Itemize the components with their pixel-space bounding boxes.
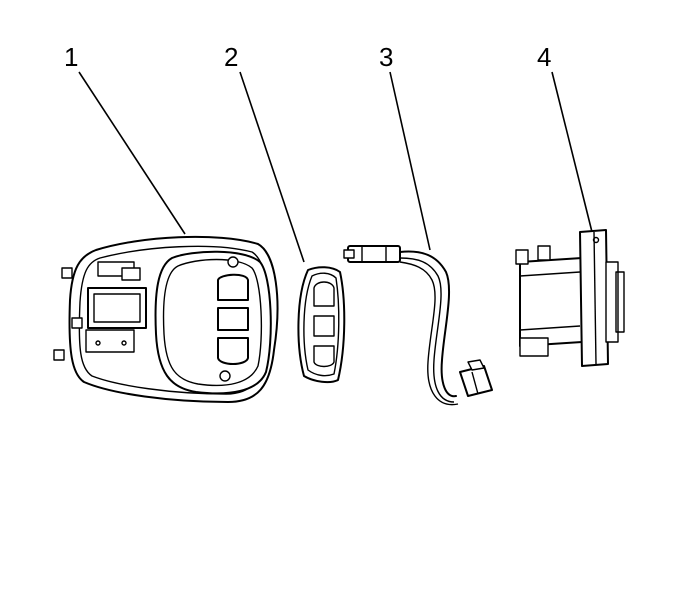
- screw-top: [227, 256, 239, 268]
- harness-wire-a: [399, 250, 457, 398]
- part-3-wiring-harness: [343, 245, 493, 406]
- clip-tab-middle: [71, 317, 83, 329]
- flange-hole: [592, 236, 600, 244]
- rivet-left: [95, 340, 101, 346]
- leader-line-3: [389, 71, 431, 251]
- housing-rib-upper: [519, 271, 581, 277]
- rivet-right: [121, 340, 127, 346]
- leader-line-2: [239, 71, 305, 263]
- leader-line-1: [78, 71, 186, 235]
- switch-slot-lower: [217, 337, 249, 365]
- bezel-button-middle: [313, 315, 335, 337]
- part-4-switch-housing: [515, 229, 625, 367]
- callout-number-3: 3: [379, 42, 393, 72]
- leader-line-4: [551, 71, 593, 233]
- harness-connector-bottom: [459, 365, 493, 397]
- clip-tab-lower: [53, 349, 65, 361]
- callout-number-2: 2: [224, 42, 238, 72]
- callout-number-4: 4: [537, 42, 551, 72]
- part-2-switch-bezel: [297, 266, 346, 384]
- clip-tab-upper: [61, 267, 73, 279]
- housing-clip: [605, 261, 619, 343]
- housing-tab-top-right: [537, 245, 551, 261]
- housing-rib-lower: [519, 325, 581, 331]
- connector-latch-bottom: [467, 359, 485, 371]
- connector-divider-c: [471, 371, 479, 395]
- harness-wire-c: [399, 261, 459, 406]
- housing-foot: [519, 337, 549, 357]
- connector-latch-top: [343, 249, 355, 259]
- callout-number-1: 1: [64, 42, 78, 72]
- screw-bottom: [219, 370, 231, 382]
- switch-slot-middle: [217, 307, 249, 331]
- bracket-tab: [121, 267, 141, 281]
- bracket-bottom: [85, 329, 135, 353]
- flange-edge: [593, 231, 597, 365]
- harness-connector-top: [347, 245, 401, 263]
- switch-module-inner: [93, 293, 141, 323]
- harness-wire-b: [399, 257, 455, 403]
- switch-slot-upper: [217, 273, 249, 301]
- housing-clip-edge: [615, 271, 625, 333]
- housing-tab-top-left: [515, 249, 529, 265]
- bezel-button-upper: [313, 281, 335, 307]
- part-1-console-housing: [53, 235, 279, 403]
- housing-flange: [579, 229, 609, 367]
- bezel-button-lower: [313, 345, 335, 368]
